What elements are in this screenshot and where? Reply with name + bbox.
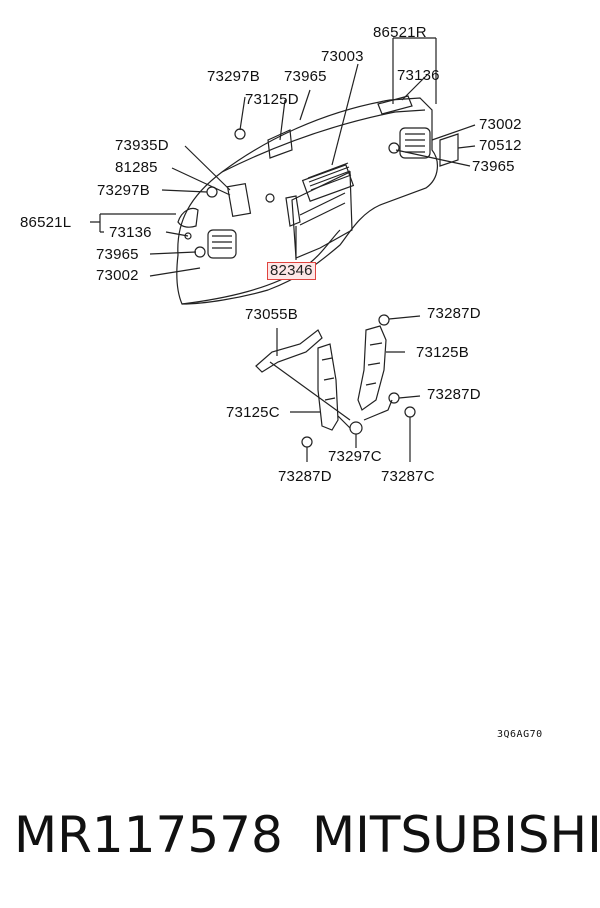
callout-73287d-bottom: 73287D: [278, 468, 332, 485]
bolt-73287d-mid: [388, 392, 400, 404]
bracket-73125c: [317, 343, 339, 431]
bezel-70512: [439, 133, 459, 167]
callout-73125d: 73125D: [245, 91, 299, 108]
center-console: [291, 171, 353, 259]
bolt-73287c: [404, 406, 416, 418]
callout-73965-top: 73965: [284, 68, 327, 85]
callout-73055b: 73055B: [245, 306, 298, 323]
callout-73002-left: 73002: [96, 267, 139, 284]
bolt-73287d-top: [378, 314, 390, 326]
dashboard-lower-edge: [181, 229, 341, 305]
right-vent: [399, 127, 431, 159]
callout-81285: 81285: [115, 159, 158, 176]
callout-73297c: 73297C: [328, 448, 382, 465]
clip-73965-left: [194, 246, 206, 258]
bolt-73287d-bottom: [301, 436, 313, 448]
callout-73125b: 73125B: [416, 344, 469, 361]
callout-86521r: 86521R: [373, 24, 427, 41]
callout-73297b-left: 73297B: [97, 182, 150, 199]
callout-73003: 73003: [321, 48, 364, 65]
diagram-reference-code: 3Q6AG70: [497, 729, 543, 740]
callout-73136-left: 73136: [109, 224, 152, 241]
left-vent: [207, 229, 237, 259]
clip-73965-mid: [265, 193, 275, 203]
switch-panel: [226, 182, 252, 218]
nut-73297c: [349, 421, 363, 435]
part-number: MR117578: [14, 806, 283, 864]
bracket-73125d: [267, 129, 293, 159]
clip-73965-right: [388, 142, 400, 154]
callout-73965-left: 73965: [96, 246, 139, 263]
dashboard-panel: [176, 97, 438, 305]
bracket-73055b: [255, 329, 323, 373]
clip-73297b-top: [234, 128, 246, 140]
callout-73965-right: 73965: [472, 158, 515, 175]
callout-73136-right: 73136: [397, 67, 440, 84]
left-side-vent: [177, 207, 199, 228]
callout-73935d: 73935D: [115, 137, 169, 154]
callout-86521l: 86521L: [20, 214, 72, 231]
callout-73287d-mid: 73287D: [427, 386, 481, 403]
bracket-82346: [285, 195, 301, 227]
bracket-73125b: [357, 325, 387, 411]
callout-73002-right: 73002: [479, 116, 522, 133]
brand-name: MITSUBISHI: [312, 806, 600, 864]
parts-diagram: 86521R 73003 73297B 73965 73136 73125D 7…: [20, 24, 522, 485]
callout-70512: 70512: [479, 137, 522, 154]
callout-82346-highlighted: 82346: [267, 262, 316, 280]
callout-73125c: 73125C: [226, 404, 280, 421]
callout-73287d-top: 73287D: [427, 305, 481, 322]
callout-73287c: 73287C: [381, 468, 435, 485]
dashboard-top-edge: [221, 109, 426, 173]
right-side-vent: [377, 95, 413, 115]
callout-73297b-top: 73297B: [207, 68, 260, 85]
dashboard-illustration: [90, 37, 476, 462]
